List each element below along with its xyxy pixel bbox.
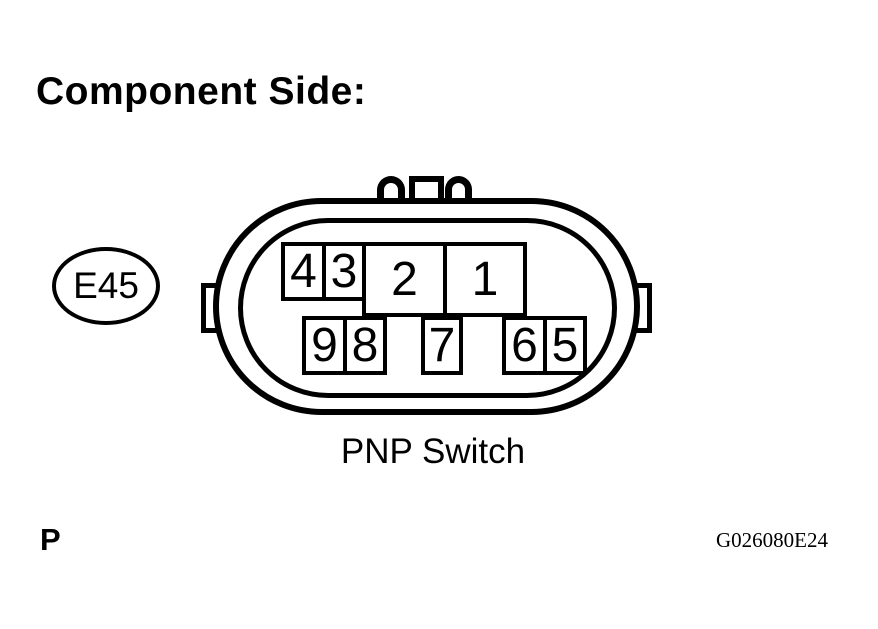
pin-box-1: 1	[443, 242, 527, 317]
pin-box-5: 5	[543, 316, 587, 375]
pin-box-3: 3	[322, 242, 366, 301]
pin-box-2: 2	[362, 242, 447, 317]
connector-id-badge: E45	[52, 247, 160, 325]
pin-box-7: 7	[421, 316, 463, 375]
connector-name-label: PNP Switch	[340, 432, 526, 471]
figure-code-label: G026080E24	[716, 528, 828, 552]
pin-box-8: 8	[343, 316, 387, 375]
page-title: Component Side:	[36, 70, 367, 113]
connector-inner-shell	[238, 218, 617, 398]
footer-left-label: P	[40, 522, 61, 557]
pin-box-9: 9	[302, 316, 347, 375]
pin-box-6: 6	[502, 316, 547, 375]
connector-id-label: E45	[73, 265, 139, 306]
pin-box-4: 4	[281, 242, 326, 301]
